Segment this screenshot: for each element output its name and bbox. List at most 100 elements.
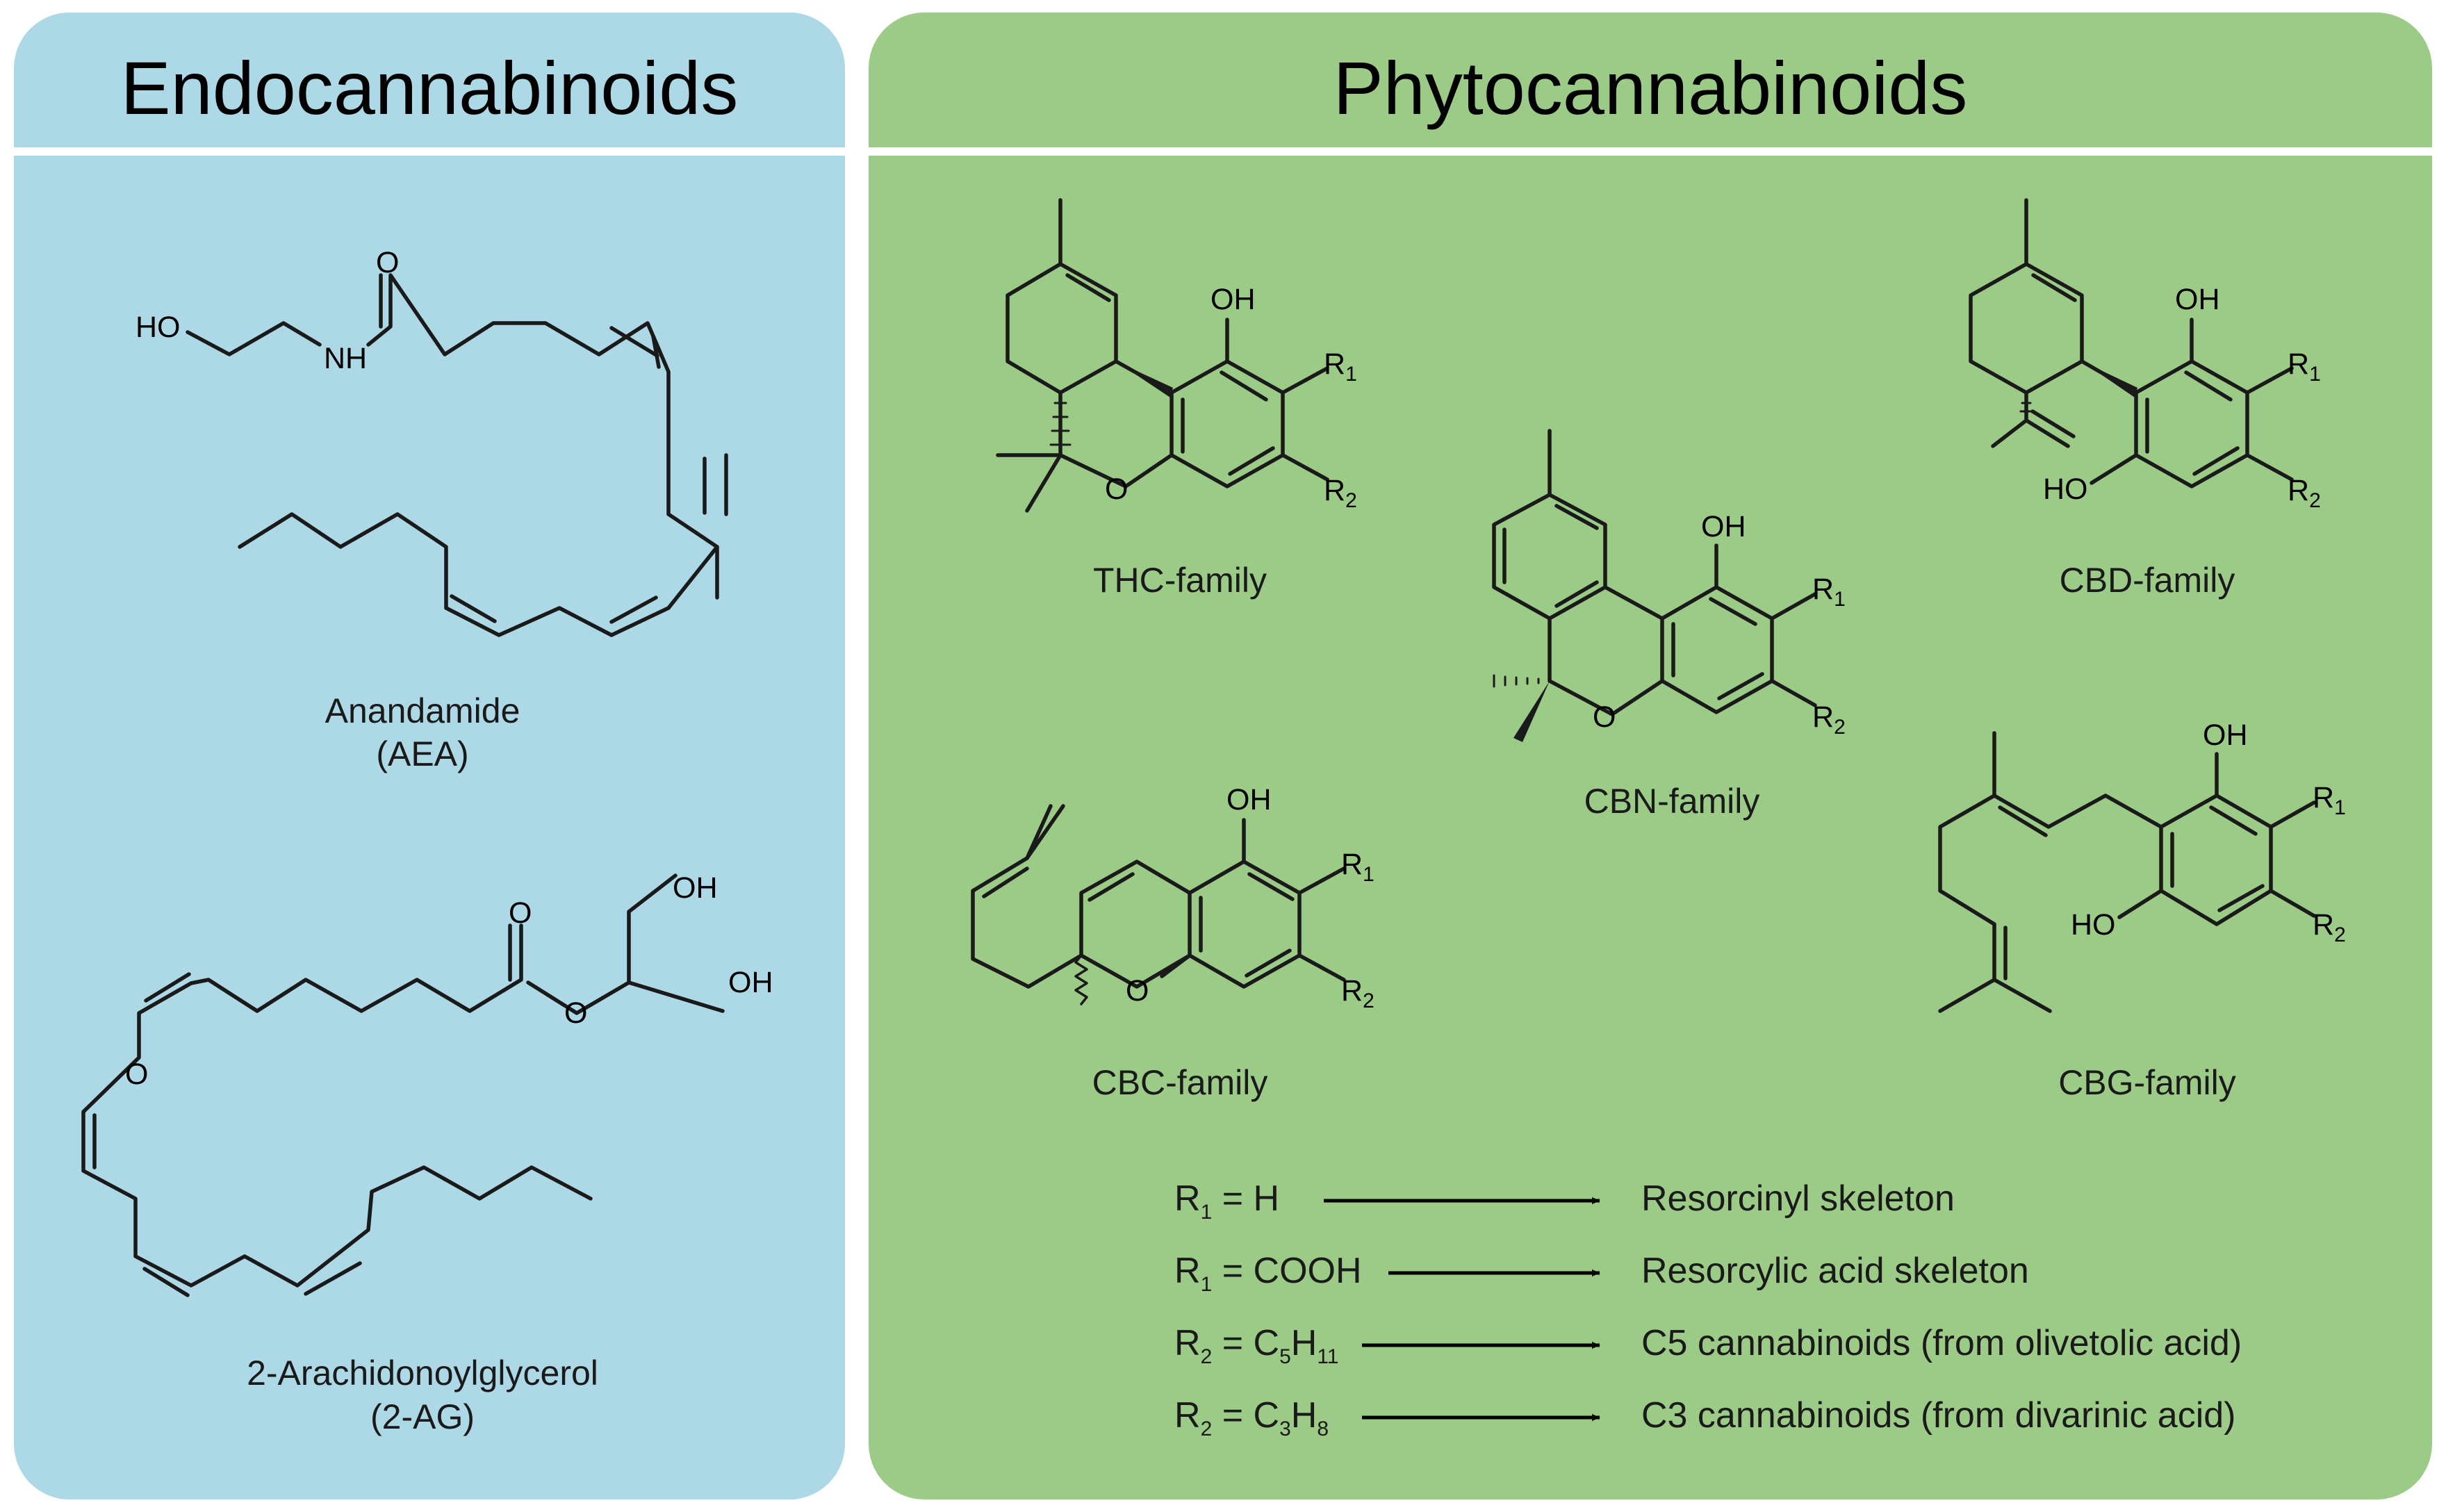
legend-row-1-rsub: 1	[1201, 1201, 1213, 1224]
cbg-skeleton	[1938, 731, 2316, 1013]
cbn-hash-bond	[1493, 674, 1540, 688]
cbd-r1-label: R1	[2288, 347, 2321, 386]
legend-row-4-rsub: 2	[1201, 1418, 1213, 1440]
cbn-r2-subscript: 2	[1834, 716, 1846, 739]
legend-row-3-rsub: 2	[1201, 1345, 1213, 1368]
cbd-structure: OH HO R1 R2 CBD-family	[1969, 198, 2321, 600]
legend-row-3-eq: = C	[1212, 1323, 1279, 1363]
legend-row-4-sub2: 8	[1317, 1418, 1329, 1440]
cbd-r2-label: R2	[2288, 474, 2321, 512]
cbn-oh-label: OH	[1701, 510, 1746, 543]
legend-row-1-r: R	[1174, 1178, 1201, 1219]
legend-row-1-eq: = H	[1212, 1178, 1279, 1219]
cbg-r2-letter: R	[2313, 908, 2334, 942]
legend-row-4-eq: = C	[1212, 1395, 1279, 1436]
legend-row-2: R1 = COOH Resorcylic acid skeleton	[1174, 1251, 2029, 1296]
cbd-wedge-bond	[2082, 361, 2137, 397]
legend: R1 = H Resorcinyl skeleton R1 = COOH Res…	[1174, 1178, 2242, 1440]
cbg-ho-label: HO	[2071, 908, 2116, 942]
cbc-r1-subscript: 1	[1363, 863, 1374, 886]
phyto-title-divider	[869, 147, 2432, 156]
cbc-r2-subscript: 2	[1363, 989, 1374, 1012]
legend-row-4-result: C3 cannabinoids (from divarinic acid)	[1641, 1395, 2236, 1436]
cbc-structure: OH O R1 R2 CBC-family	[971, 783, 1374, 1102]
2ag-carbonyl-o-label: O	[509, 896, 532, 930]
aea-abbr: (AEA)	[376, 734, 468, 773]
cbd-r2-subscript: 2	[2309, 489, 2321, 512]
legend-row-2-formula: R1 = COOH	[1174, 1251, 1362, 1296]
legend-row-2-r: R	[1174, 1251, 1201, 1291]
cbd-skeleton	[1969, 198, 2294, 488]
cbd-name: CBD-family	[2060, 561, 2235, 600]
legend-row-3: R2 = C5H11 C5 cannabinoids (from oliveto…	[1174, 1323, 2242, 1368]
legend-row-3-sub2: 11	[1317, 1345, 1338, 1368]
2ag-ester-o-label: O	[564, 996, 587, 1030]
cbg-r2-subscript: 2	[2334, 923, 2346, 946]
thc-r1-label: R1	[1324, 347, 1357, 386]
cbn-r1-label: R1	[1812, 573, 1846, 611]
thc-r2-label: R2	[1324, 474, 1357, 512]
aea-o-label: O	[376, 246, 399, 279]
2ag-name: 2-Arachidonoylglycerol	[247, 1354, 598, 1392]
endocannabinoids-panel: Endocannabinoids	[14, 13, 845, 1499]
endo-title-divider	[14, 147, 845, 156]
anandamide-structure: HO NH O Anandamide (AEA)	[136, 246, 728, 773]
legend-row-4-sub1: 3	[1279, 1418, 1291, 1440]
aea-ho-label: HO	[136, 311, 181, 344]
thc-wedge-bond	[1116, 361, 1173, 397]
2ag-structure: OH OH O O O 2-Arachidonoylglycerol (2-AG…	[81, 871, 773, 1436]
cbg-structure: OH HO R1 R2 CBG-family	[1938, 718, 2346, 1102]
endo-panel-title: Endocannabinoids	[121, 46, 739, 130]
legend-row-3-h: H	[1291, 1323, 1318, 1363]
cbg-oh-label: OH	[2203, 718, 2248, 752]
phyto-panel-title: Phytocannabinoids	[1333, 46, 1968, 130]
legend-row-3-result: C5 cannabinoids (from olivetolic acid)	[1641, 1323, 2242, 1363]
legend-row-3-r: R	[1174, 1323, 1201, 1363]
legend-row-1: R1 = H Resorcinyl skeleton	[1174, 1178, 1955, 1224]
thc-r2-subscript: 2	[1345, 489, 1357, 512]
thc-structure: OH O R1 R2 THC-family	[996, 198, 1357, 600]
legend-row-3-sub1: 5	[1279, 1345, 1291, 1368]
cbg-r1-label: R1	[2313, 781, 2346, 819]
thc-r1-subscript: 1	[1345, 363, 1357, 386]
thc-hash-bond	[1049, 402, 1072, 446]
2ag-abbr: (2-AG)	[370, 1397, 475, 1436]
cbd-r2-letter: R	[2288, 474, 2309, 507]
thc-r1-letter: R	[1324, 347, 1345, 381]
cbd-r1-letter: R	[2288, 347, 2309, 381]
legend-row-2-eq: = COOH	[1212, 1251, 1361, 1291]
cbd-r1-subscript: 1	[2309, 363, 2321, 386]
cbn-r2-label: R2	[1812, 700, 1846, 739]
2ag-double-bonds	[92, 923, 512, 1297]
cbd-double-bonds	[2030, 273, 2240, 476]
2ag-skeleton	[81, 873, 725, 1288]
legend-row-4: R2 = C3H8 C3 cannabinoids (from divarini…	[1174, 1395, 2236, 1440]
legend-row-4-h: H	[1291, 1395, 1318, 1436]
cbn-r2-letter: R	[1812, 700, 1834, 734]
cbg-r2-label: R2	[2313, 908, 2346, 946]
cbc-r2-label: R2	[1341, 974, 1374, 1012]
thc-double-bonds	[1065, 273, 1275, 476]
aea-name: Anandamide	[325, 691, 520, 730]
legend-row-2-result: Resorcylic acid skeleton	[1641, 1251, 2029, 1291]
2ag-oh1-label: OH	[673, 871, 718, 905]
cbc-skeleton	[971, 804, 1346, 989]
cbc-double-bonds	[982, 866, 1295, 978]
thc-skeleton	[996, 198, 1329, 513]
2ag-oh2-label: OH	[728, 966, 773, 999]
legend-row-4-formula: R2 = C3H8	[1174, 1395, 1329, 1440]
cbn-structure: OH O R1 R2 CBN-family	[1492, 429, 1846, 821]
cbc-r1-label: R1	[1341, 848, 1374, 886]
cbg-r1-subscript: 1	[2334, 796, 2346, 819]
legend-row-4-r: R	[1174, 1395, 1201, 1436]
cbn-name: CBN-family	[1584, 782, 1760, 821]
cbn-skeleton	[1492, 429, 1817, 716]
anandamide-skeleton	[186, 273, 719, 637]
cbc-name: CBC-family	[1092, 1063, 1268, 1102]
cbd-hash-bond	[2019, 402, 2033, 413]
legend-row-1-formula: R1 = H	[1174, 1178, 1279, 1224]
cbn-o-label: O	[1593, 700, 1616, 734]
thc-oh-label: OH	[1210, 283, 1256, 316]
legend-row-2-rsub: 1	[1201, 1273, 1213, 1296]
